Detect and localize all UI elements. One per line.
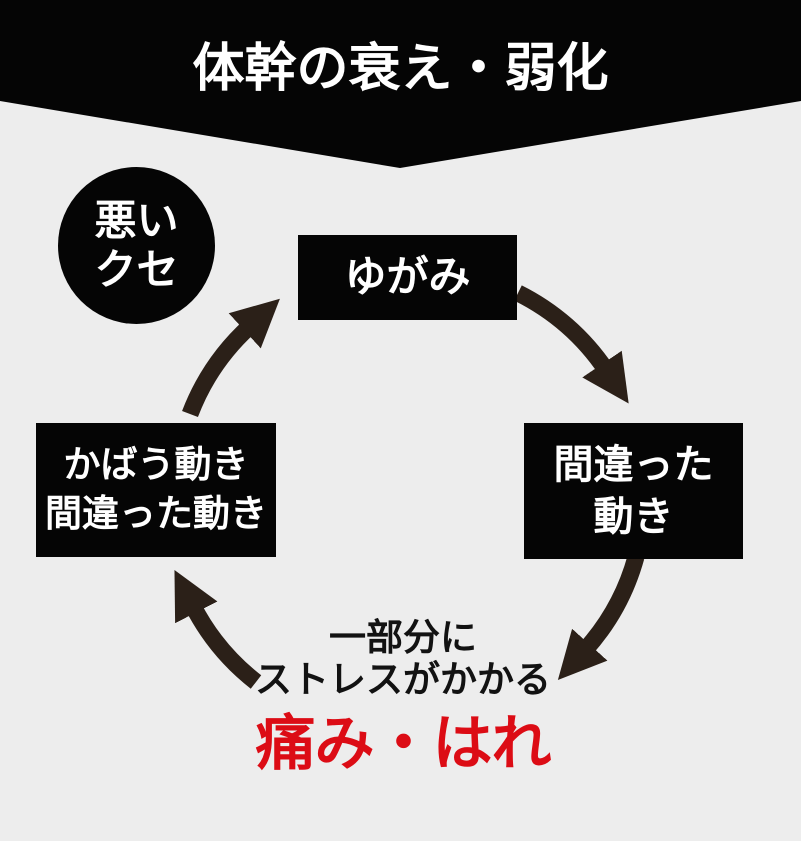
cycle-box-wrong-movement-line-1: 間違った (553, 443, 714, 487)
cycle-box-distortion: ゆがみ (298, 235, 517, 320)
page-title: 体幹の衰え・弱化 (192, 40, 609, 98)
cycle-box-wrong-movement-line-2: 動き (593, 495, 674, 539)
pain-swelling-label: 痛み・はれ (255, 710, 552, 777)
cycle-box-compensating-movement-line-2: 間違った動き (45, 493, 267, 534)
cycle-box-compensating-movement: かばう動き 間違った動き (36, 423, 276, 557)
stress-caption-line-2: ストレスがかかる (255, 659, 551, 700)
cycle-box-distortion-label: ゆがみ (344, 253, 471, 301)
cycle-arrow-bottom-to-left (174, 570, 262, 689)
stress-caption: 一部分に ストレスがかかる (103, 617, 703, 701)
cycle-box-wrong-movement: 間違った 動き (524, 423, 743, 559)
badge-line-2: クセ (94, 245, 179, 293)
badge-line-1: 悪い (94, 196, 179, 244)
cycle-arrow-right-to-bottom (557, 554, 645, 681)
bad-habit-badge: 悪い クセ (58, 167, 215, 324)
cycle-arrow-top-to-right (514, 285, 629, 404)
stress-caption-line-1: 一部分に (329, 617, 477, 658)
cycle-arrow-left-to-top (182, 298, 280, 418)
cycle-box-compensating-movement-line-1: かばう動き (63, 444, 249, 486)
